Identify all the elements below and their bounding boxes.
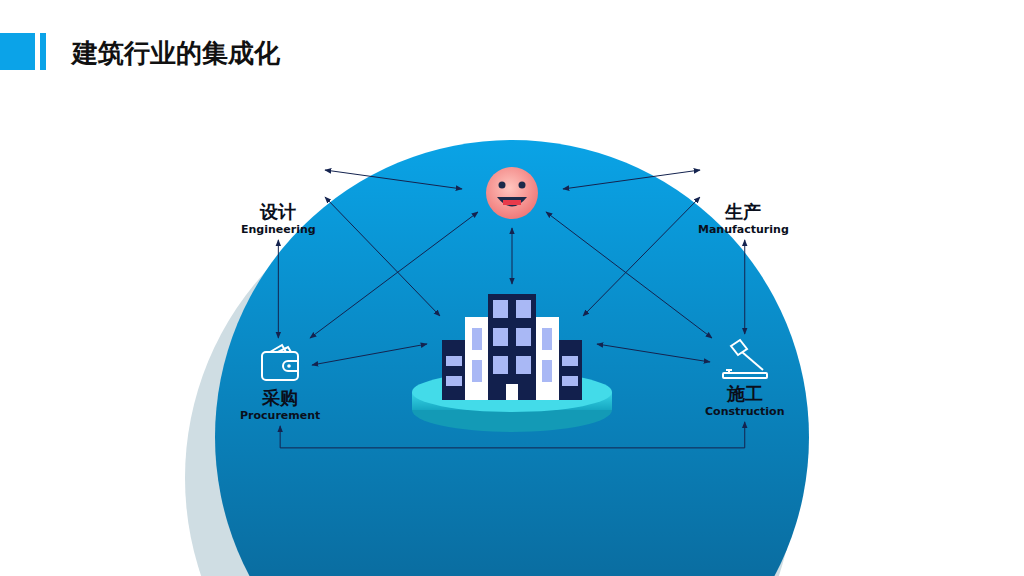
- slide-title: 建筑行业的集成化: [72, 36, 280, 71]
- title-mark: [0, 33, 35, 70]
- stage-node: 设计Engineering: [237, 200, 320, 238]
- stage-node: 生产Manufacturing: [694, 200, 793, 238]
- stage-name: 生产: [698, 202, 789, 223]
- stage-name: 施工: [705, 384, 784, 405]
- connector: [280, 422, 745, 448]
- stage-name: 设计: [241, 202, 316, 223]
- connector: [744, 240, 745, 334]
- stage-name-en: Manufacturing: [698, 223, 789, 236]
- stage-node: 施工Construction: [701, 336, 788, 420]
- stage-name: 采购: [240, 388, 320, 409]
- hammer-icon: [718, 338, 772, 380]
- stage-name-en: Engineering: [241, 223, 316, 236]
- building: [412, 294, 612, 432]
- stage-name-en: Procurement: [240, 409, 320, 422]
- stage-node: 采购Procurement: [236, 340, 324, 424]
- main-circle: [215, 140, 809, 576]
- stage-name-en: Construction: [705, 405, 784, 418]
- connector: [278, 240, 279, 338]
- title-bar: [40, 33, 46, 70]
- wallet-icon: [253, 342, 307, 384]
- smiley-face: [486, 167, 538, 219]
